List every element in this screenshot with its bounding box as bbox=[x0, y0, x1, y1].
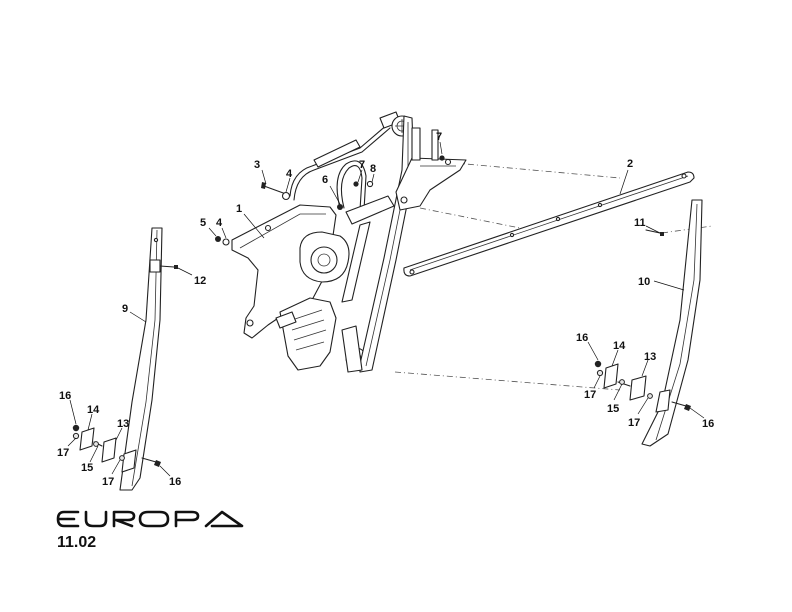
europa-logo bbox=[56, 510, 244, 528]
callout-4-upper: 4 bbox=[286, 168, 293, 180]
callout-6: 6 bbox=[322, 174, 328, 186]
callout-14-right: 14 bbox=[613, 340, 626, 352]
callout-4-lower: 4 bbox=[216, 217, 223, 229]
glass-lift-channel bbox=[403, 171, 695, 277]
callout-17-right-top: 17 bbox=[584, 389, 596, 401]
callout-10: 10 bbox=[638, 276, 650, 288]
callout-16-left-bottom: 16 bbox=[169, 476, 181, 488]
callout-16-right-top: 16 bbox=[576, 332, 588, 344]
callout-13-right: 13 bbox=[644, 351, 656, 363]
callout-17-left-bottom: 17 bbox=[102, 476, 114, 488]
callout-17-right-bottom: 17 bbox=[628, 417, 640, 429]
callout-13-left: 13 bbox=[117, 418, 129, 430]
callout-11: 11 bbox=[634, 217, 646, 229]
callout-12: 12 bbox=[194, 275, 206, 287]
page-number: 11.02 bbox=[57, 534, 97, 551]
construction-lines bbox=[394, 162, 713, 391]
regulator-rail bbox=[341, 115, 467, 373]
left-bracket-assembly bbox=[72, 424, 161, 467]
right-glass-guide-channel bbox=[641, 199, 703, 447]
right-bracket-assembly bbox=[594, 360, 691, 411]
callout-15-right: 15 bbox=[607, 403, 619, 415]
callout-7-lower: 7 bbox=[359, 159, 365, 171]
left-glass-guide-channel bbox=[119, 227, 163, 491]
callout-14-left: 14 bbox=[87, 404, 100, 416]
callout-2: 2 bbox=[627, 158, 633, 170]
callout-5: 5 bbox=[200, 217, 206, 229]
callout-9: 9 bbox=[122, 303, 128, 315]
callout-15-left: 15 bbox=[81, 462, 93, 474]
fasteners bbox=[159, 155, 664, 269]
callout-labels: 1 2 3 4 5 4 6 7 7 8 9 10 11 12 13 13 14 … bbox=[57, 131, 714, 488]
callout-16-left-top: 16 bbox=[59, 390, 71, 402]
callout-leaders bbox=[67, 141, 705, 477]
callout-16-right-bottom: 16 bbox=[702, 418, 714, 430]
callout-17-left-top: 17 bbox=[57, 447, 69, 459]
callout-1: 1 bbox=[236, 203, 242, 215]
callout-3: 3 bbox=[254, 159, 260, 171]
callout-7-upper: 7 bbox=[436, 131, 442, 143]
callout-8: 8 bbox=[370, 163, 376, 175]
window-motor bbox=[275, 231, 350, 371]
